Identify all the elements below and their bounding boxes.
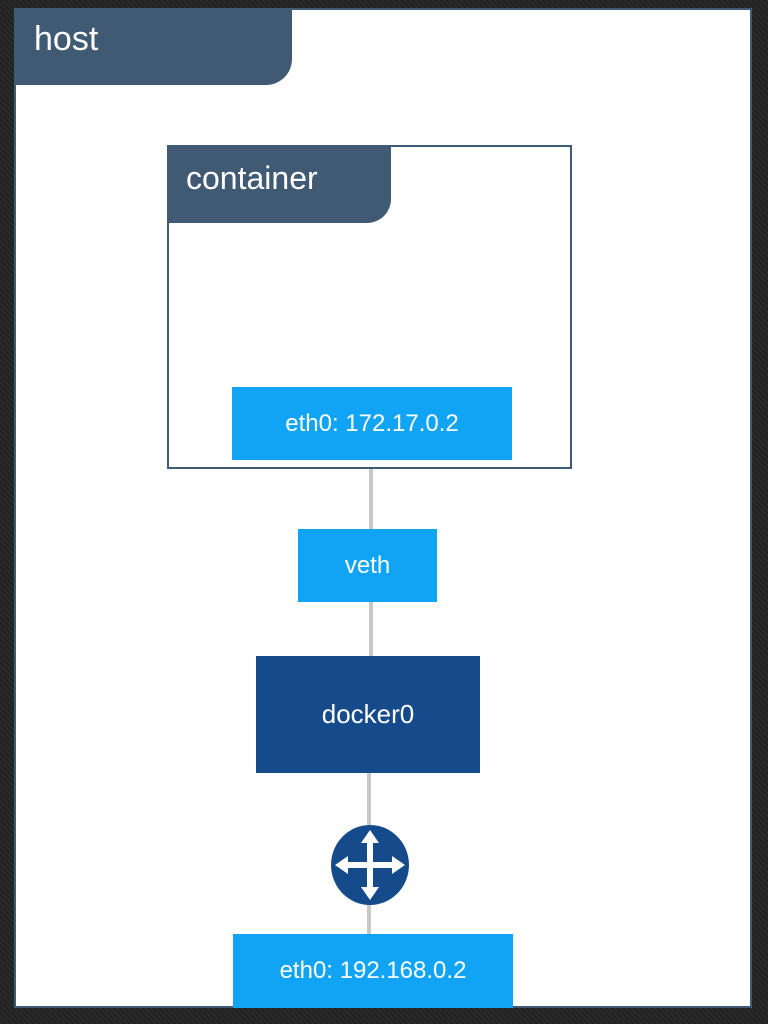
container-eth0-label: eth0: 172.17.0.2 bbox=[285, 409, 459, 437]
docker0-label: docker0 bbox=[321, 699, 415, 729]
bridge-to-router-link bbox=[367, 773, 371, 825]
host-label: host bbox=[34, 20, 99, 58]
router-icon bbox=[331, 825, 409, 905]
container-to-veth-link bbox=[369, 469, 373, 529]
host-tab bbox=[14, 8, 292, 85]
veth-to-bridge-link bbox=[369, 602, 373, 656]
container-eth0-interface: eth0: 172.17.0.2 bbox=[232, 387, 512, 460]
container-label: container bbox=[186, 160, 318, 196]
container-tab bbox=[167, 145, 391, 223]
router-to-host-eth0-link bbox=[367, 905, 371, 934]
docker0-bridge: docker0 bbox=[256, 656, 480, 773]
host-eth0-label: eth0: 192.168.0.2 bbox=[279, 957, 467, 984]
veth-label: veth bbox=[344, 551, 391, 579]
veth-interface: veth bbox=[298, 529, 437, 602]
host-eth0-interface: eth0: 192.168.0.2 bbox=[233, 934, 513, 1008]
